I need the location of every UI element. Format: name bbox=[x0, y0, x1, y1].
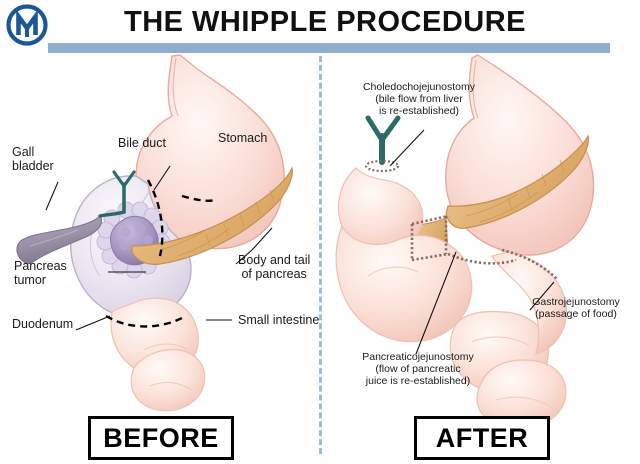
leader-lines bbox=[389, 129, 555, 355]
before-caption-box: BEFORE bbox=[88, 416, 234, 460]
small-intestine-loop-lower bbox=[130, 349, 206, 412]
bile-duct-anastomosis bbox=[364, 115, 401, 173]
header-accent-bar bbox=[48, 43, 610, 53]
label-duodenum: Duodenum bbox=[12, 317, 74, 331]
bile-duct bbox=[98, 170, 136, 218]
label-gastrojejunostomy: Gastrojejunostomy (passage of food) bbox=[532, 296, 620, 320]
leader-lines bbox=[45, 165, 273, 331]
label-pancreas-tumor: Pancreas tumor bbox=[14, 259, 67, 288]
resection-line bbox=[105, 179, 215, 328]
label-choledochojejunostomy: Choledochojejunostomy (bile flow from li… bbox=[362, 81, 476, 117]
after-anatomy-illustration bbox=[335, 54, 595, 429]
suture-line bbox=[410, 214, 559, 281]
stomach-organ bbox=[135, 54, 285, 250]
label-body-tail-of-pancreas: Body and tail of pancreas bbox=[238, 253, 311, 282]
panel-divider bbox=[319, 56, 322, 454]
pancreas-body-tail bbox=[131, 166, 293, 265]
label-small-intestine: Small intestine bbox=[238, 313, 320, 327]
pancreas-remnant bbox=[445, 134, 589, 229]
label-pancreaticojejunostomy: Pancreaticojejunostomy (flow of pancreat… bbox=[362, 351, 474, 387]
gastrojejunostomy-limb bbox=[491, 251, 568, 355]
after-caption-box: AFTER bbox=[414, 416, 550, 460]
page-title: THE WHIPPLE PROCEDURE bbox=[123, 6, 527, 38]
mayo-clinic-m-logo-icon bbox=[6, 4, 48, 46]
jejunum-descending-limb bbox=[335, 224, 473, 343]
label-stomach: Stomach bbox=[218, 131, 268, 145]
label-bile-duct: Bile duct bbox=[118, 136, 166, 150]
before-anatomy-illustration bbox=[16, 54, 293, 412]
label-gall-bladder: Gall bladder bbox=[12, 145, 54, 174]
